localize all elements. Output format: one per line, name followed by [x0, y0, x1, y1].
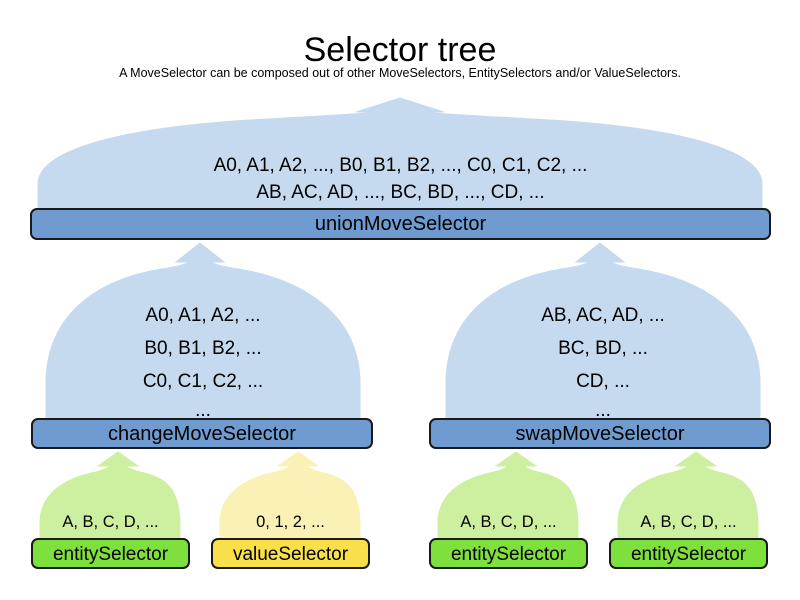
change-move-selector-line-1: A0, A1, A2, ... — [145, 305, 261, 326]
entity-selector-bar-3[interactable] — [609, 538, 768, 569]
entity-selector-line-2: A, B, C, D, ... — [460, 513, 557, 531]
swap-move-selector-fan — [445, 242, 761, 422]
change-move-selector-line-2: B0, B1, B2, ... — [144, 338, 262, 359]
union-move-selector-bar[interactable] — [30, 208, 771, 240]
entity-selector-fan-1 — [39, 451, 181, 542]
entity-selector-bar-1[interactable] — [31, 538, 190, 569]
entity-selector-label-3: entitySelector — [630, 544, 747, 565]
union-move-selector-line-1: A0, A1, A2, ..., B0, B1, B2, ..., C0, C1… — [213, 155, 588, 176]
diagram-subtitle: A MoveSelector can be composed out of ot… — [119, 66, 681, 80]
change-move-selector-label: changeMoveSelector — [108, 423, 296, 445]
diagram-title: Selector tree — [303, 31, 497, 69]
change-move-selector-line-3: C0, C1, C2, ... — [142, 371, 264, 392]
entity-selector-fan-2 — [437, 451, 579, 542]
union-move-selector-fan — [37, 97, 763, 211]
swap-move-selector-line-1: AB, AC, AD, ... — [541, 305, 665, 326]
value-selector-label: valueSelector — [232, 544, 349, 565]
swap-move-selector-line-4: ... — [595, 400, 611, 421]
change-move-selector-bar[interactable] — [31, 418, 373, 449]
swap-move-selector-line-2: BC, BD, ... — [558, 338, 648, 359]
entity-selector-bar-2[interactable] — [429, 538, 588, 569]
change-move-selector-fan — [45, 242, 361, 422]
entity-selector-label-2: entitySelector — [450, 544, 567, 565]
entity-selector-label-1: entitySelector — [52, 544, 169, 565]
swap-move-selector-bar[interactable] — [429, 418, 771, 449]
change-move-selector-line-4: ... — [195, 400, 211, 421]
swap-move-selector-line-3: CD, ... — [576, 371, 630, 392]
value-selector-line-1: 0, 1, 2, ... — [256, 513, 325, 531]
value-selector-fan — [219, 451, 361, 542]
entity-selector-line-1: A, B, C, D, ... — [62, 513, 159, 531]
entity-selector-fan-3 — [617, 451, 759, 542]
swap-move-selector-label: swapMoveSelector — [515, 423, 685, 445]
union-move-selector-line-2: AB, AC, AD, ..., BC, BD, ..., CD, ... — [256, 182, 545, 203]
value-selector-bar[interactable] — [211, 538, 370, 569]
union-move-selector-label: unionMoveSelector — [314, 213, 487, 235]
entity-selector-line-3: A, B, C, D, ... — [640, 513, 737, 531]
